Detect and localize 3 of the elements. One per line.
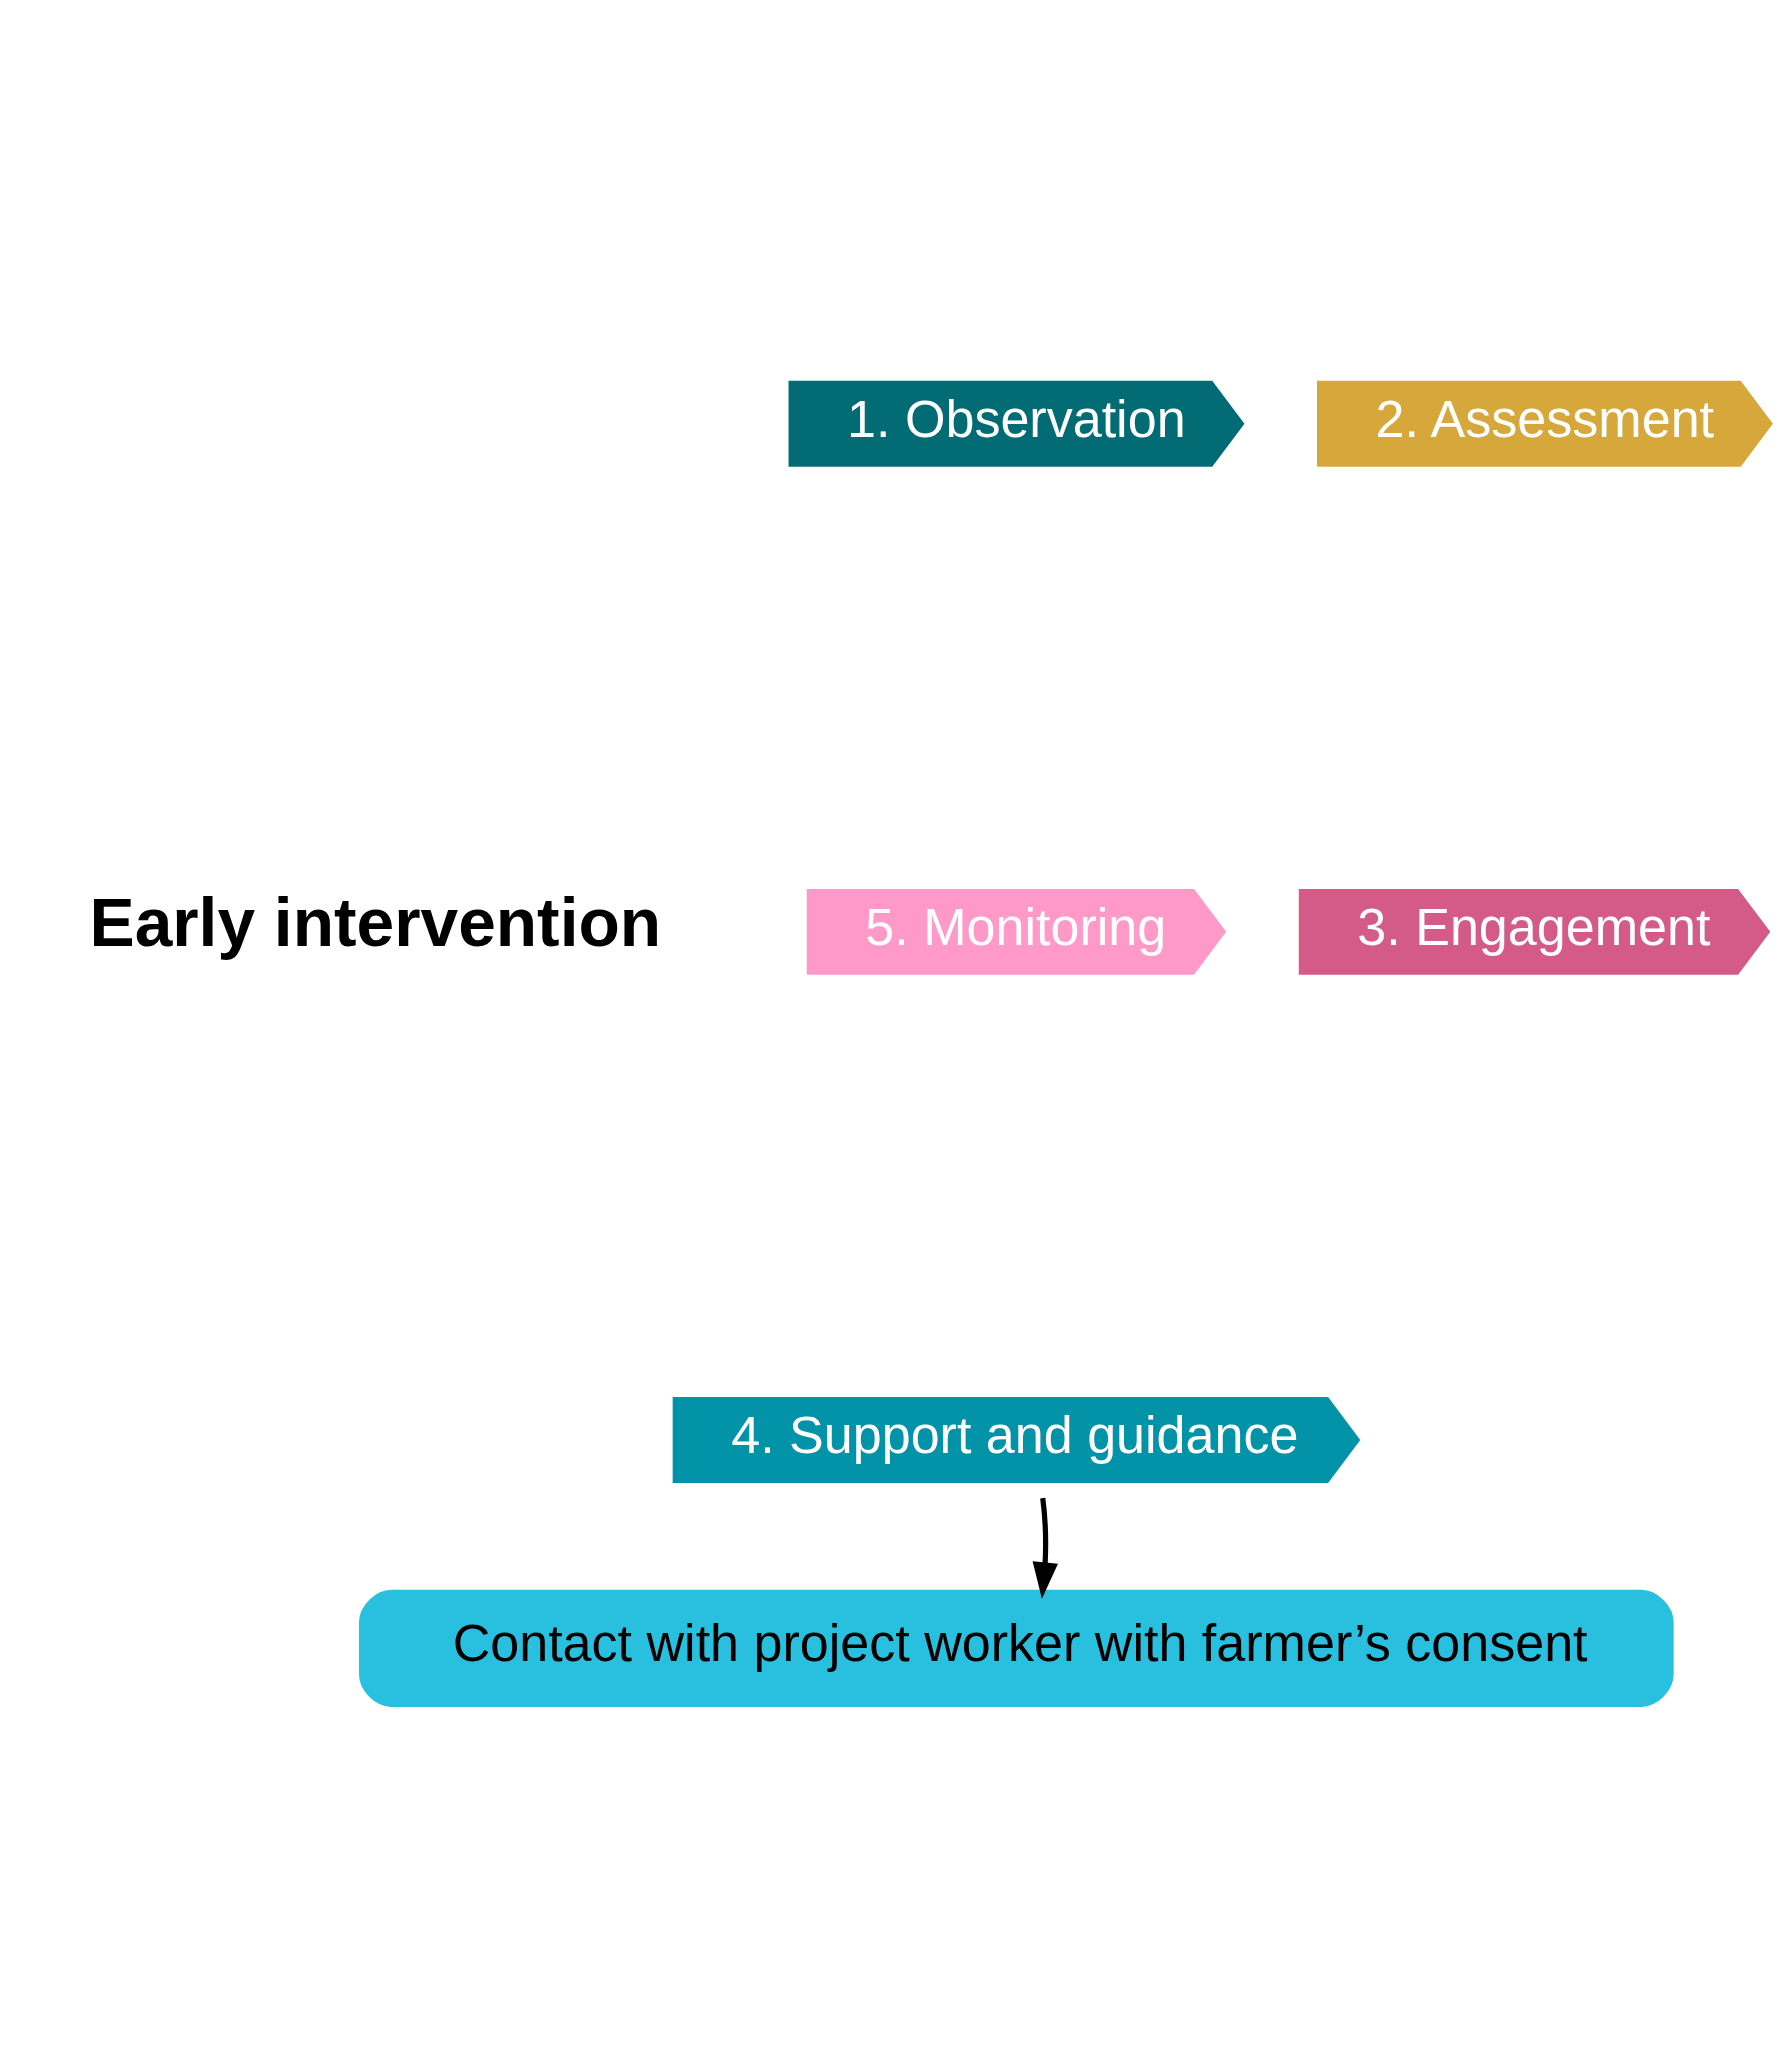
arrow — [1032, 1497, 1058, 1599]
node-text: Early intervention — [89, 884, 662, 960]
node-box: Contact with project worker with farmer’s consent — [358, 1589, 1674, 1707]
